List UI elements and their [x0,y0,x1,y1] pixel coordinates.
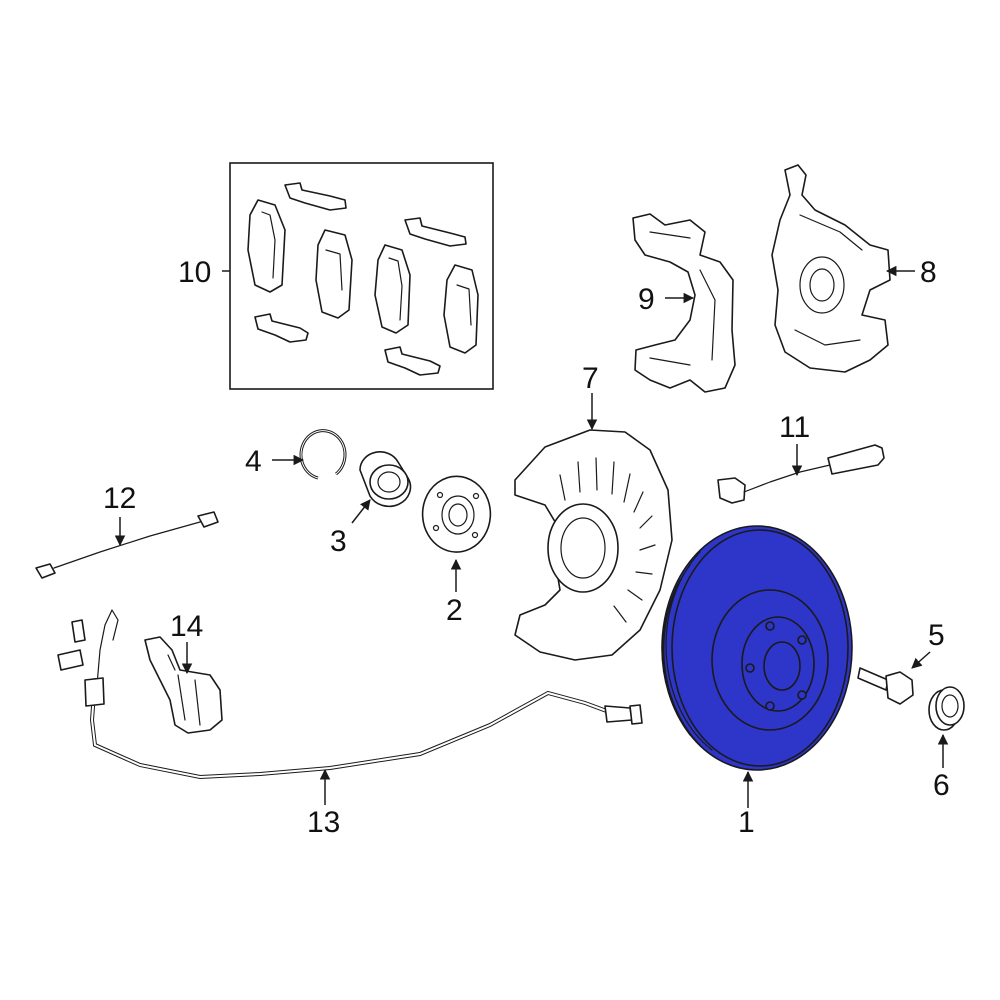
callout-6[interactable]: 6 [933,769,950,802]
wheel-bearing[interactable] [359,451,412,508]
leader-lines [114,265,949,808]
callout-12[interactable]: 12 [103,482,136,515]
callout-8[interactable]: 8 [920,256,937,289]
cap[interactable] [928,686,965,731]
callout-13[interactable]: 13 [307,806,340,839]
callout-11[interactable]: 11 [779,411,810,444]
wheel-hub[interactable] [421,475,492,553]
callout-9[interactable]: 9 [638,283,655,316]
callout-10[interactable]: 10 [178,256,211,289]
dust-shield[interactable] [514,429,673,661]
wear-sensor-11[interactable] [717,444,885,504]
bolt[interactable] [857,667,914,705]
callout-5[interactable]: 5 [928,619,945,652]
callout-7[interactable]: 7 [582,362,599,395]
callout-2[interactable]: 2 [446,594,463,627]
mounting-bracket[interactable] [144,636,223,734]
callout-14[interactable]: 14 [170,610,203,643]
caliper-bracket[interactable] [632,213,736,393]
abs-sensor-cable[interactable] [57,609,643,780]
brake-pad-kit[interactable] [229,162,494,390]
brake-caliper[interactable] [771,164,891,373]
brake-rotor[interactable] [661,525,853,771]
callout-1[interactable]: 1 [738,806,755,839]
wear-sensor-12[interactable] [35,511,219,579]
callout-4[interactable]: 4 [245,445,262,478]
callout-3[interactable]: 3 [330,525,347,558]
